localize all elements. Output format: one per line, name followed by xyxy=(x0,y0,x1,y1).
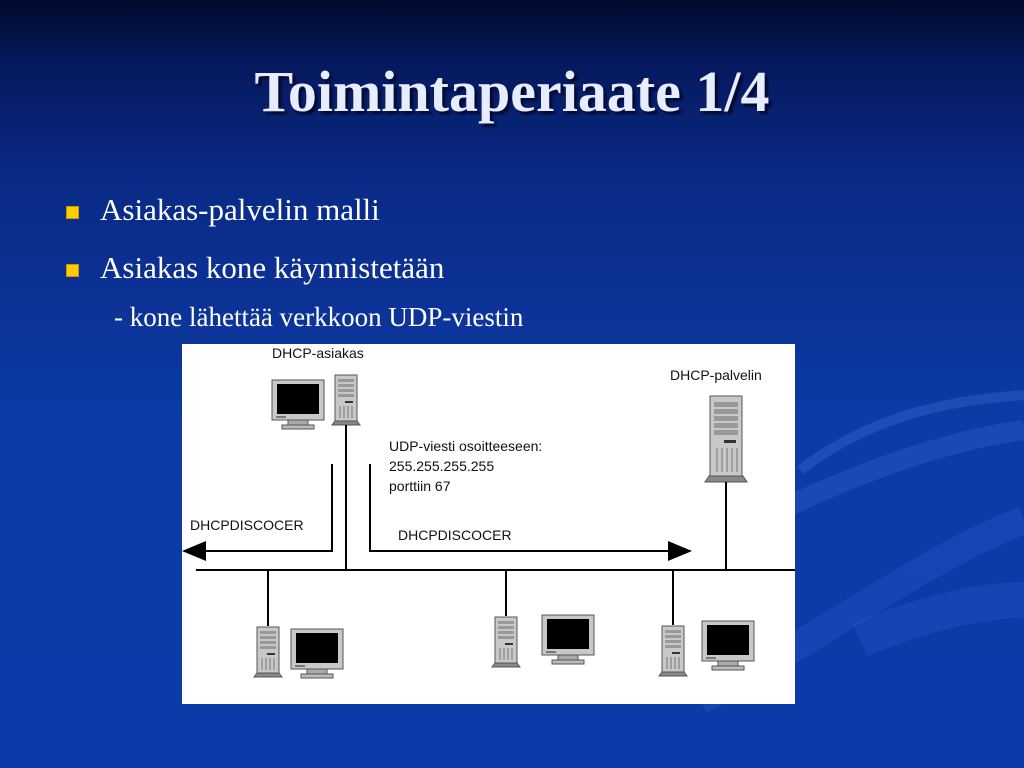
square-bullet-icon xyxy=(66,206,79,219)
left-arrow-label: DHCPDISCOCER xyxy=(190,517,304,533)
bullet-text: Asiakas kone käynnistetään xyxy=(100,250,445,285)
server-tower-icon xyxy=(704,395,748,483)
slide-title: Toimintaperiaate 1/4 xyxy=(254,59,770,124)
message-line-2: 255.255.255.255 xyxy=(389,458,495,474)
host2-tower-icon xyxy=(491,616,521,668)
square-bullet-icon xyxy=(66,264,79,277)
right-arrow-label: DHCPDISCOCER xyxy=(398,527,512,543)
client-tower-icon xyxy=(331,374,361,426)
host2-monitor-icon xyxy=(541,614,595,665)
network-diagram: DHCP-asiakas DHCP-palvelin UDP-viesti os… xyxy=(182,344,795,704)
host3-tower-icon xyxy=(658,625,688,677)
host1-tower-icon xyxy=(253,626,283,678)
message-line-1: UDP-viesti osoitteeseen: xyxy=(389,438,543,454)
sub-bullet-text: - kone lähettää verkkoon UDP-viestin xyxy=(114,302,524,332)
client-label: DHCP-asiakas xyxy=(272,345,364,361)
host3-monitor-icon xyxy=(701,620,755,671)
network-diagram-svg xyxy=(182,374,795,679)
host1-monitor-icon xyxy=(290,628,344,679)
message-line-3: porttiin 67 xyxy=(389,478,451,494)
server-label: DHCP-palvelin xyxy=(670,367,762,383)
bullet-text: Asiakas-palvelin malli xyxy=(100,192,380,227)
left-broadcast-arrow xyxy=(182,464,333,561)
right-broadcast-arrow xyxy=(369,464,692,561)
client-monitor-icon xyxy=(271,379,325,430)
